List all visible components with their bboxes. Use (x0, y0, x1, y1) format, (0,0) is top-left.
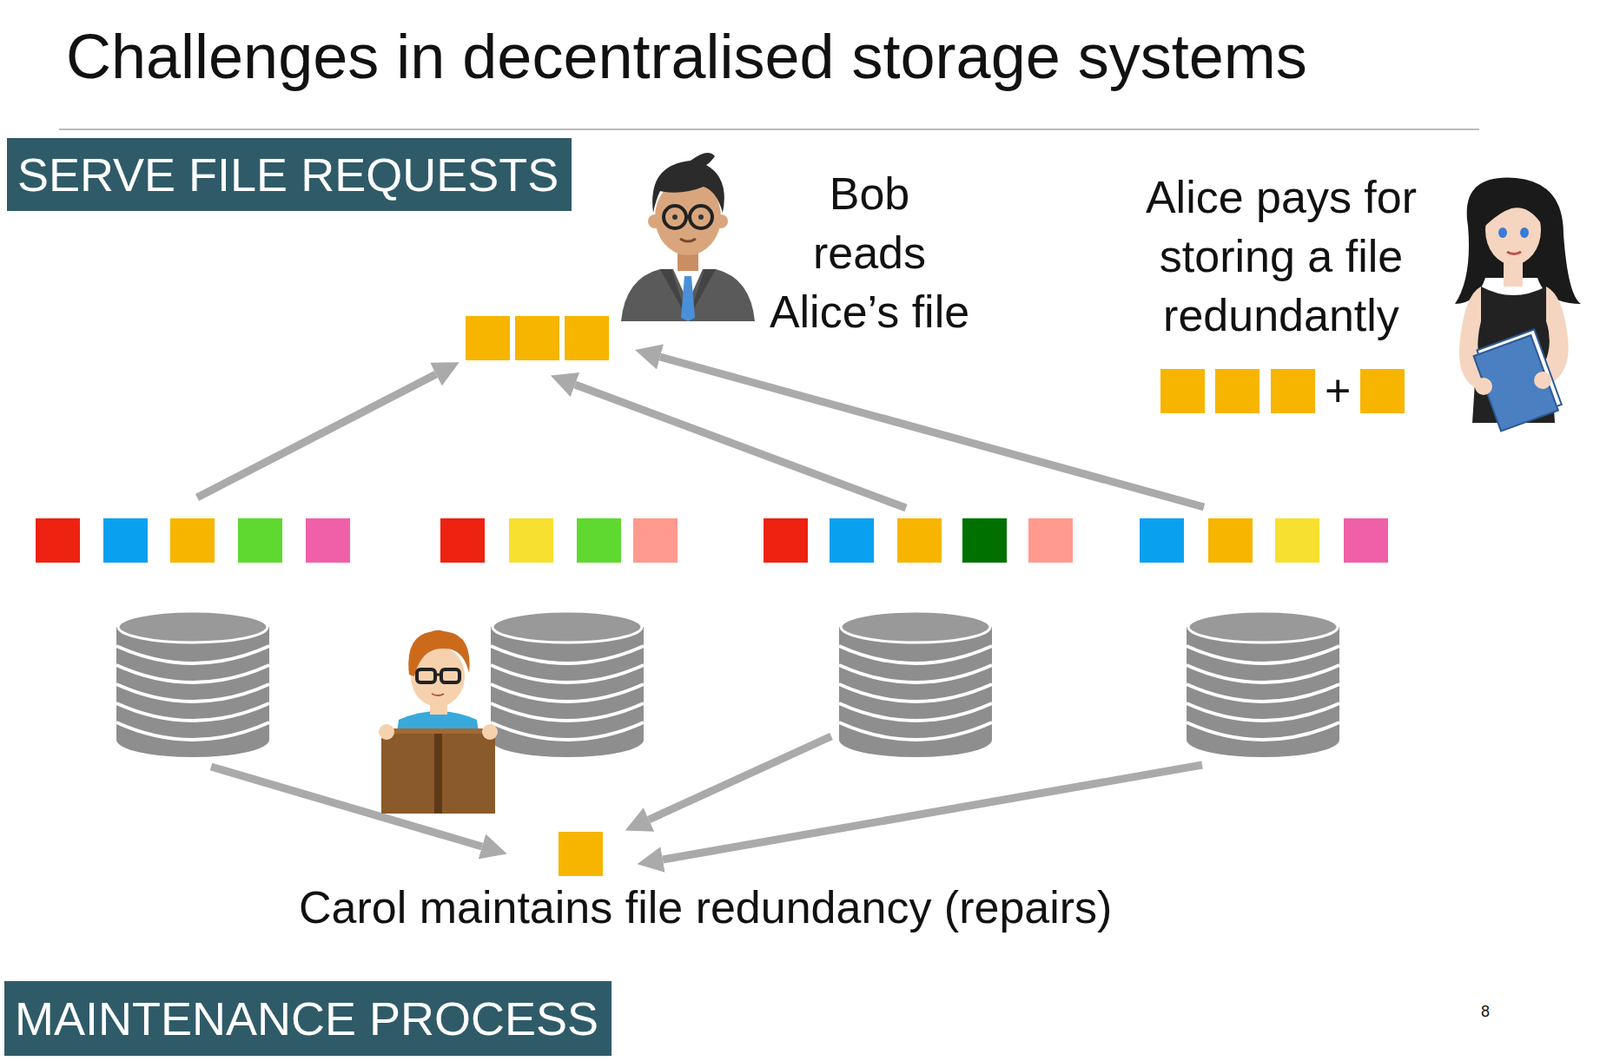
actor-caption: Alice pays for storing a file redundantl… (1144, 167, 1418, 345)
database-icons (116, 611, 1340, 758)
carol-avatar-path-part (431, 694, 444, 696)
alice-avatar (1454, 178, 1581, 432)
node-blocks-1-rect-part (35, 518, 80, 563)
database-icons-use-part (839, 611, 992, 758)
node-blocks-2 (440, 518, 678, 563)
section-band: SERVE FILE REQUESTS (6, 138, 572, 212)
file-blocks-rect-part (465, 316, 510, 361)
file-blocks-rect-part (515, 316, 560, 361)
carol-avatar-path-part (423, 630, 448, 642)
node-blocks-4-rect-part (1139, 518, 1184, 563)
alice-blocks-rect-part (1215, 369, 1260, 414)
database-icons-use-part (490, 611, 644, 758)
node-blocks-1-rect-part (103, 518, 148, 563)
plus-sign: + (1324, 363, 1351, 418)
alice-avatar-g-part (1472, 329, 1564, 431)
flow-arrows-line-part (662, 765, 1203, 860)
alice-avatar-g-part-rect-part (1474, 335, 1559, 431)
flow-arrows-line-part (648, 736, 832, 820)
bob-avatar-path-part (680, 276, 695, 322)
bob-avatar-circle-part (698, 214, 704, 220)
section-band: MAINTENANCE PROCESS (4, 981, 612, 1057)
alice-avatar-path-part (1483, 189, 1543, 228)
flow-arrows-line-part (197, 374, 437, 498)
node-blocks-2-rect-part (440, 518, 485, 563)
bob-avatar-circle-part (672, 214, 678, 220)
file-blocks (465, 316, 609, 361)
node-blocks-1 (35, 518, 351, 563)
node-blocks-4 (1139, 518, 1389, 563)
bob-avatar (621, 152, 755, 322)
page-number: 8 (1480, 1003, 1490, 1023)
bob-avatar-path-part (652, 152, 725, 213)
carol-avatar-rect-part (416, 669, 436, 683)
database-icons-use-part (1186, 611, 1340, 758)
bob-avatar-circle-part (689, 205, 713, 229)
node-blocks-2-rect-part (633, 518, 678, 563)
flow-arrows-line-part (575, 384, 906, 509)
node-blocks-1-rect-part (238, 518, 283, 563)
alice-avatar-path-part (1454, 178, 1581, 305)
process-caption: Carol maintains file redundancy (repairs… (298, 880, 1112, 935)
carol-avatar-circle-part (378, 724, 395, 741)
carol-avatar-rect-part (441, 669, 460, 683)
bob-avatar-line-part (686, 215, 690, 219)
alice-avatar-path-part (1507, 251, 1521, 255)
carol-avatar-line-part (435, 674, 442, 677)
bob-avatar-circle-part (663, 205, 687, 229)
alice-avatar-circle-part (1474, 377, 1493, 396)
band-text: SERVE FILE REQUESTS (17, 147, 559, 202)
bob-avatar-path-part (621, 269, 755, 322)
actor-caption: Bob reads Alice’s file (768, 164, 971, 342)
node-blocks-4-rect-part (1208, 518, 1253, 563)
band-text: MAINTENANCE PROCESS (14, 991, 599, 1046)
alice-blocks-rect-part (1360, 369, 1405, 414)
node-blocks-3-rect-part (1028, 518, 1073, 563)
carol-avatar-rect-part (381, 728, 496, 734)
carol-avatar-rect-part (381, 728, 496, 814)
title-rule (59, 128, 1480, 131)
alice-blocks (1160, 369, 1405, 414)
alice-blocks-rect-part (1270, 369, 1316, 414)
alice-avatar-circle-part (1533, 371, 1552, 390)
node-blocks-4-rect-part (1275, 518, 1320, 563)
bob-avatar-path-part (680, 238, 696, 242)
node-blocks-1-rect-part (170, 518, 215, 563)
node-blocks-2-rect-part (509, 518, 554, 563)
flow-arrows-line-part (660, 357, 1204, 508)
node-blocks-3-rect-part (962, 518, 1007, 563)
node-blocks-1-rect-part (305, 518, 351, 563)
carol-avatar-rect-part (434, 728, 443, 814)
carol-avatar-circle-part (482, 724, 498, 741)
carol-avatar (378, 630, 498, 814)
node-blocks-3-rect-part (763, 518, 808, 563)
slide-title: Challenges in decentralised storage syst… (66, 19, 1308, 93)
alice-avatar-ellipse-part (1520, 227, 1529, 239)
node-blocks-2-rect-part (576, 518, 622, 563)
node-blocks-3 (763, 518, 1073, 563)
node-blocks-3-rect-part (829, 518, 874, 563)
alice-avatar-ellipse-part (1498, 227, 1508, 239)
alice-blocks-rect-part (1160, 369, 1205, 414)
repaired-block (558, 832, 603, 877)
node-blocks-3-rect-part (897, 518, 942, 563)
database-icons-use-part (116, 611, 270, 758)
file-blocks-rect-part (564, 316, 609, 361)
flow-arrows (197, 357, 1204, 860)
node-blocks-4-rect-part (1343, 518, 1389, 563)
